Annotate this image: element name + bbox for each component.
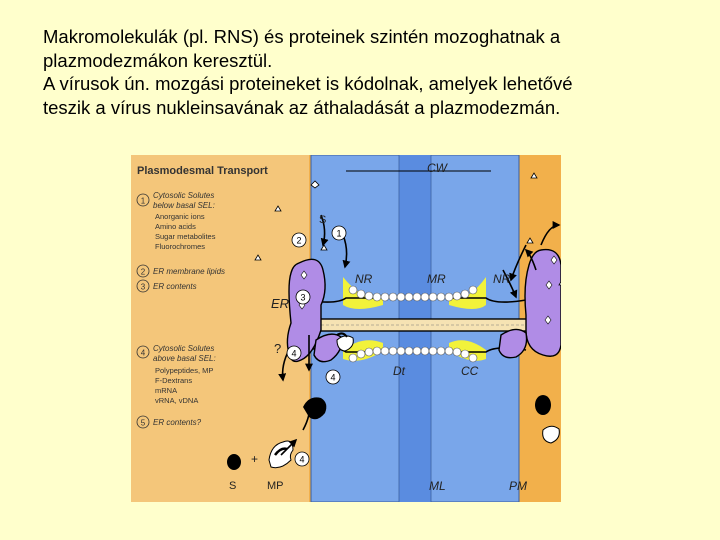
svg-text:2: 2 <box>296 236 301 246</box>
svg-text:2: 2 <box>141 268 146 277</box>
label-cc: CC <box>461 364 479 378</box>
svg-text:4: 4 <box>141 349 146 358</box>
svg-text:4: 4 <box>330 373 335 383</box>
er-particles <box>298 255 558 325</box>
label-s-bottom: S <box>229 480 236 492</box>
svg-text:above basal SEL:: above basal SEL: <box>153 354 216 363</box>
svg-text:4: 4 <box>291 349 296 359</box>
label-question: ? <box>274 341 281 356</box>
svg-text:1: 1 <box>336 229 341 239</box>
er-left-lower <box>313 333 343 363</box>
svg-text:3: 3 <box>141 283 146 292</box>
label-plus: + <box>251 452 258 466</box>
svg-text:Cytosolic Solutes: Cytosolic Solutes <box>153 191 214 200</box>
label-cw: CW <box>427 161 449 175</box>
svg-text:Sugar metabolites: Sugar metabolites <box>155 232 216 241</box>
svg-text:below basal SEL:: below basal SEL: <box>153 201 215 210</box>
figure-title: Plasmodesmal Transport <box>137 165 268 177</box>
svg-text:Polypeptides, MP: Polypeptides, MP <box>155 366 213 375</box>
svg-text:4: 4 <box>299 455 304 465</box>
s-particle-top <box>310 180 320 189</box>
slide-text: Makromolekulák (pl. RNS) és proteinek sz… <box>43 25 703 119</box>
text-line-2: plazmodezmákon keresztül. <box>43 49 273 71</box>
legend: 1 Cytosolic Solutes below basal SEL: Ano… <box>136 191 225 429</box>
label-nr-right: NR <box>493 272 511 286</box>
label-mp: MP <box>267 480 284 492</box>
svg-text:Anorganic ions: Anorganic ions <box>155 212 205 221</box>
macromolecule-s <box>227 454 241 470</box>
svg-text:ER membrane lipids: ER membrane lipids <box>153 267 225 276</box>
er-right-lower <box>498 328 528 359</box>
er-right <box>524 248 561 357</box>
marker-6: 4 <box>294 451 310 467</box>
text-line-3: A vírusok ún. mozgási proteineket is kód… <box>43 73 573 94</box>
marker-2: 2 <box>291 232 307 248</box>
neck-region-right-top <box>449 277 486 309</box>
text-line-4: teszik a vírus nukleinsavának az áthalad… <box>43 96 561 118</box>
mp-complex-right <box>542 425 560 444</box>
svg-text:Cytosolic Solutes: Cytosolic Solutes <box>153 344 214 353</box>
particle-chains <box>348 285 478 363</box>
svg-text:Fluorochromes: Fluorochromes <box>155 242 205 251</box>
svg-text:ER contents?: ER contents? <box>153 418 202 427</box>
label-pm: PM <box>509 479 527 493</box>
label-nr-left: NR <box>355 272 373 286</box>
svg-text:1: 1 <box>141 197 146 206</box>
marker-3: 3 <box>295 289 311 305</box>
text-line-1: Makromolekulák (pl. RNS) és proteinek sz… <box>43 26 561 47</box>
svg-text:5: 5 <box>141 419 146 428</box>
label-ml: ML <box>429 479 446 493</box>
marker-4: 4 <box>286 345 302 361</box>
transport-arrows <box>278 214 561 456</box>
er-left <box>286 258 326 363</box>
marker-1: 1 <box>331 225 347 241</box>
neck-region-left-top <box>343 277 383 309</box>
label-dt: Dt <box>393 364 406 378</box>
svg-text:3: 3 <box>300 293 305 303</box>
label-mr: MR <box>427 272 446 286</box>
solute-triangles <box>254 172 561 286</box>
svg-text:F-Dextrans: F-Dextrans <box>155 376 192 385</box>
marker-5: 4 <box>325 369 341 385</box>
macromolecule-right <box>535 395 551 415</box>
plasmodesmal-transport-figure: 1 2 3 4 4 4 Plasmodesmal Transport CW NR… <box>131 155 561 502</box>
svg-text:Amino acids: Amino acids <box>155 222 196 231</box>
label-s-top: S <box>319 214 326 226</box>
svg-text:ER contents: ER contents <box>153 282 197 291</box>
svg-text:vRNA, vDNA: vRNA, vDNA <box>155 396 198 405</box>
svg-text:mRNA: mRNA <box>155 386 177 395</box>
label-er: ER <box>271 296 289 311</box>
